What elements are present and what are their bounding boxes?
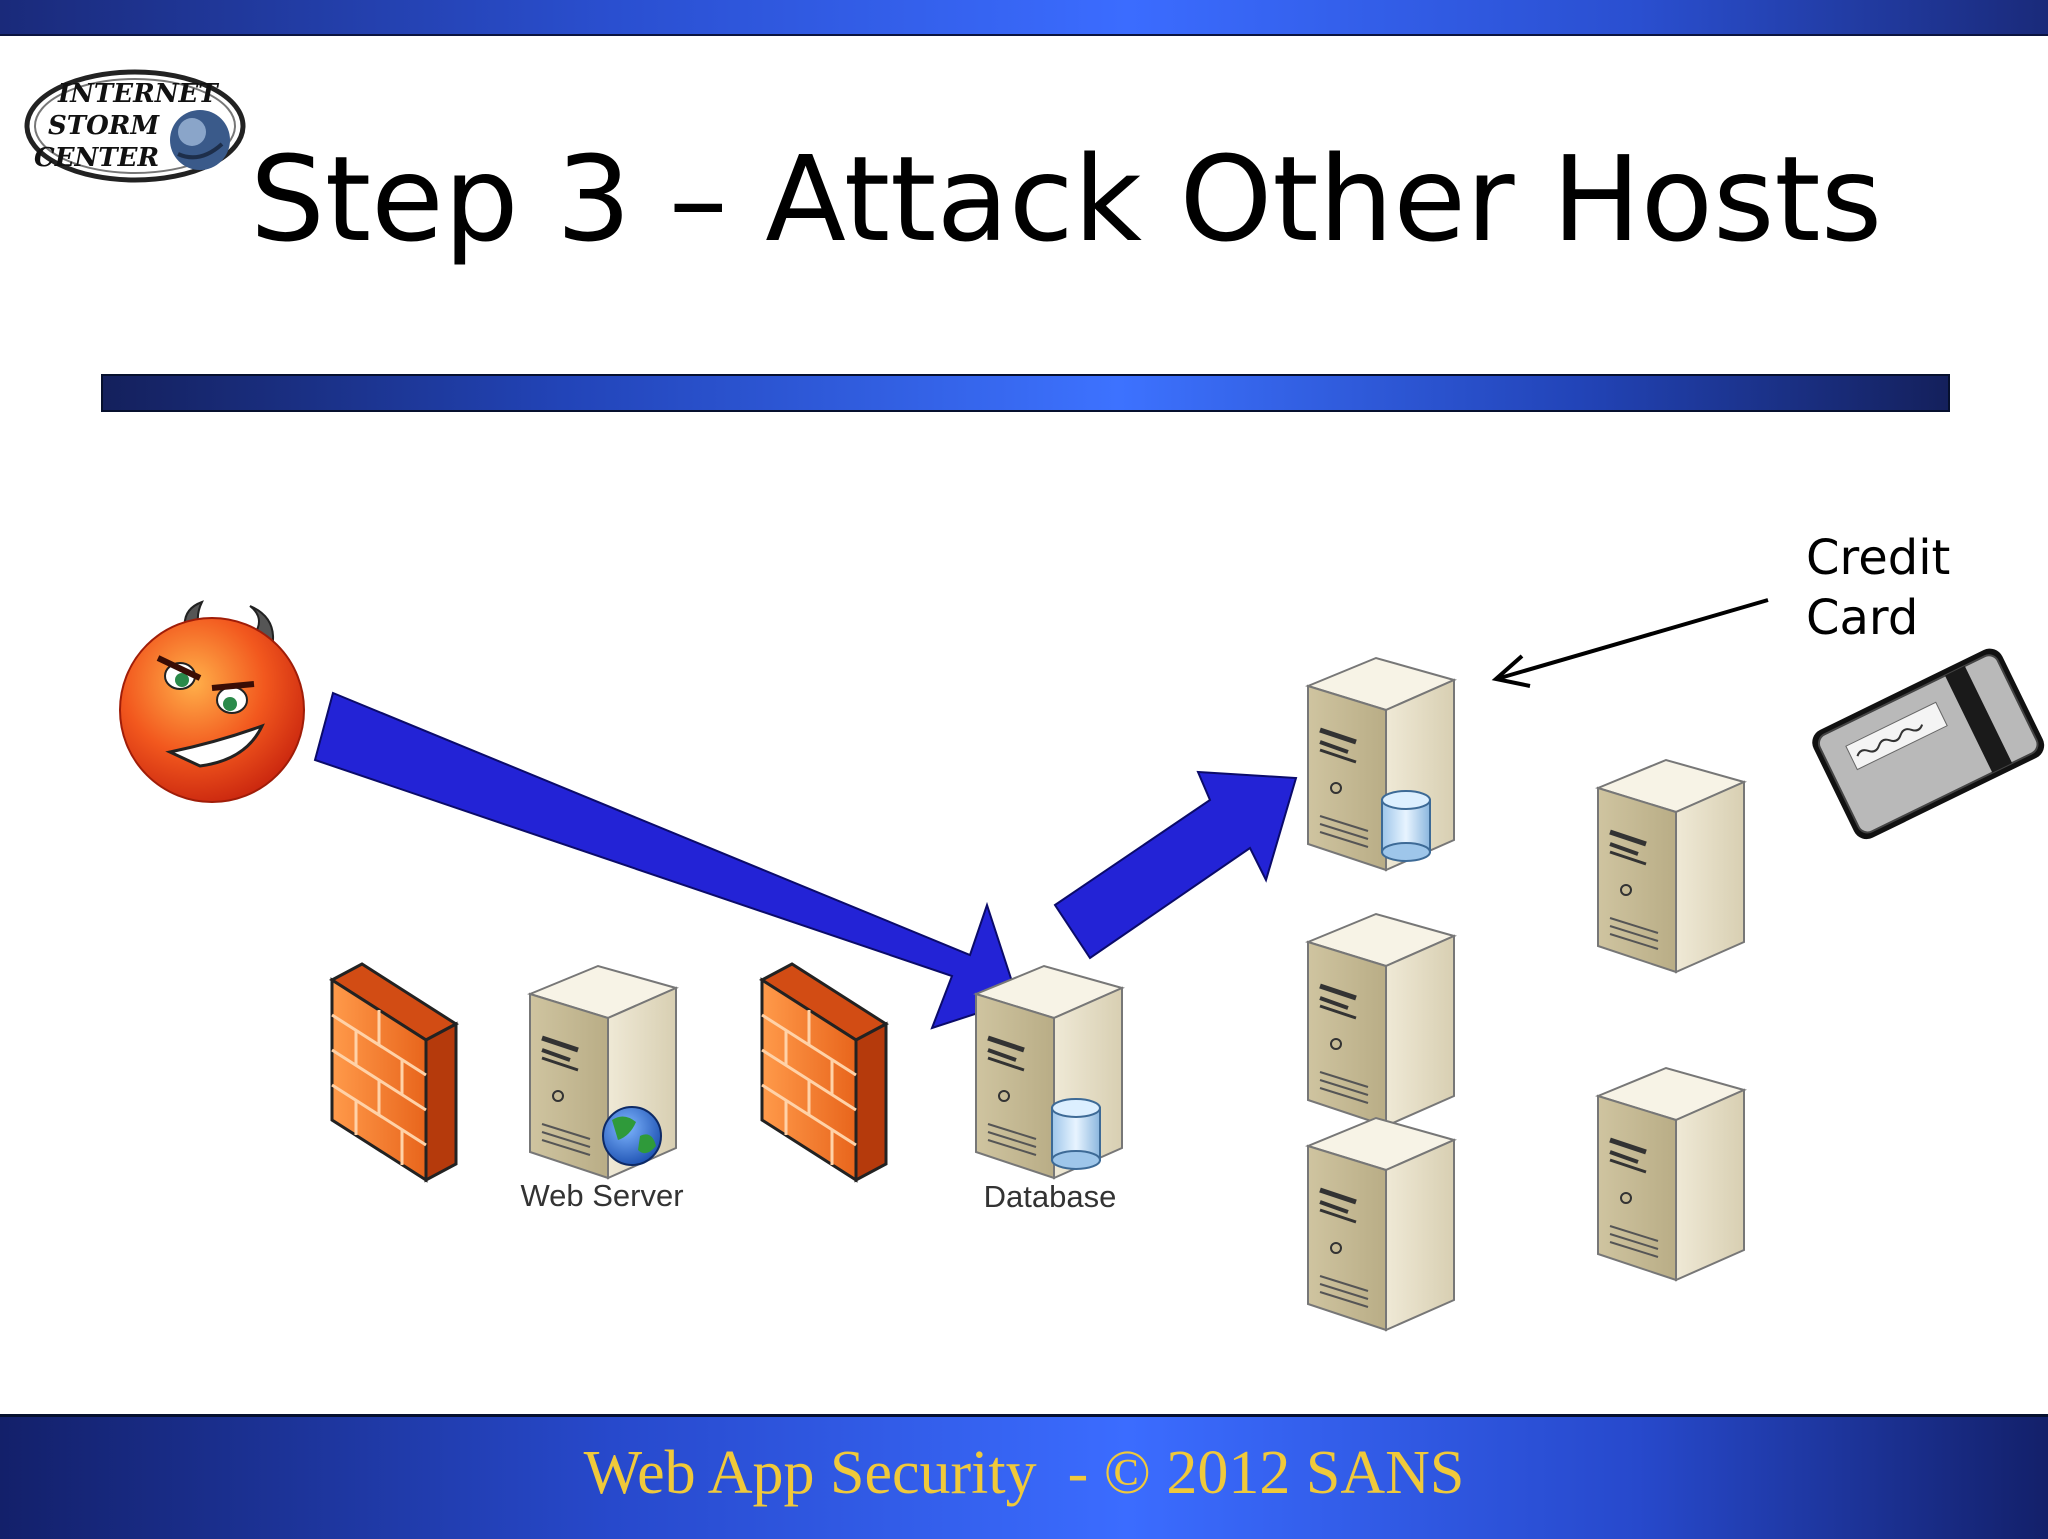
- credit-card-label-line-1: Credit: [1806, 530, 1951, 586]
- logo-line-2: STORM: [48, 111, 160, 141]
- credit-card-label-line-2: Card: [1806, 590, 1919, 646]
- logo-line-3: CENTER: [34, 143, 159, 173]
- web-server-node: [530, 966, 676, 1178]
- globe-icon: [602, 1106, 662, 1166]
- database-cylinder-icon: [1051, 1098, 1101, 1170]
- other-host-server-icon: [1598, 1068, 1744, 1280]
- internet-storm-center-logo: INTERNET STORM CENTER: [24, 69, 246, 183]
- database-cylinder-icon: [1381, 790, 1431, 862]
- footer-text: Web App Security - © 2012 SANS: [583, 1439, 1465, 1507]
- database-label: Database: [984, 1179, 1117, 1214]
- logo-line-1: INTERNET: [57, 79, 219, 109]
- database-node: [976, 966, 1122, 1178]
- title-divider-bar: [101, 374, 1950, 412]
- footer-bar: [0, 1414, 2048, 1539]
- web-server-label: Web Server: [520, 1178, 683, 1213]
- firewall-icon-right: [760, 962, 888, 1182]
- top-title-bar: [0, 0, 2048, 36]
- other-host-server-icon: [1308, 914, 1454, 1126]
- attack-arrow-to-hosts: [1053, 770, 1298, 960]
- credit-card-pointer-arrow: [1491, 598, 1769, 688]
- target-host-credit-card-db: [1308, 658, 1454, 870]
- other-host-server-icon: [1308, 1118, 1454, 1330]
- attack-arrow-to-database: [313, 691, 1020, 1030]
- devil-face-icon: [119, 600, 305, 803]
- credit-card-icon: [1812, 648, 2045, 840]
- credit-card-label: Credit Card: [1806, 528, 1950, 648]
- firewall-icon-left: [330, 962, 458, 1182]
- other-host-server-icon: [1598, 760, 1744, 972]
- slide-title: Step 3 – Attack Other Hosts: [250, 130, 1883, 268]
